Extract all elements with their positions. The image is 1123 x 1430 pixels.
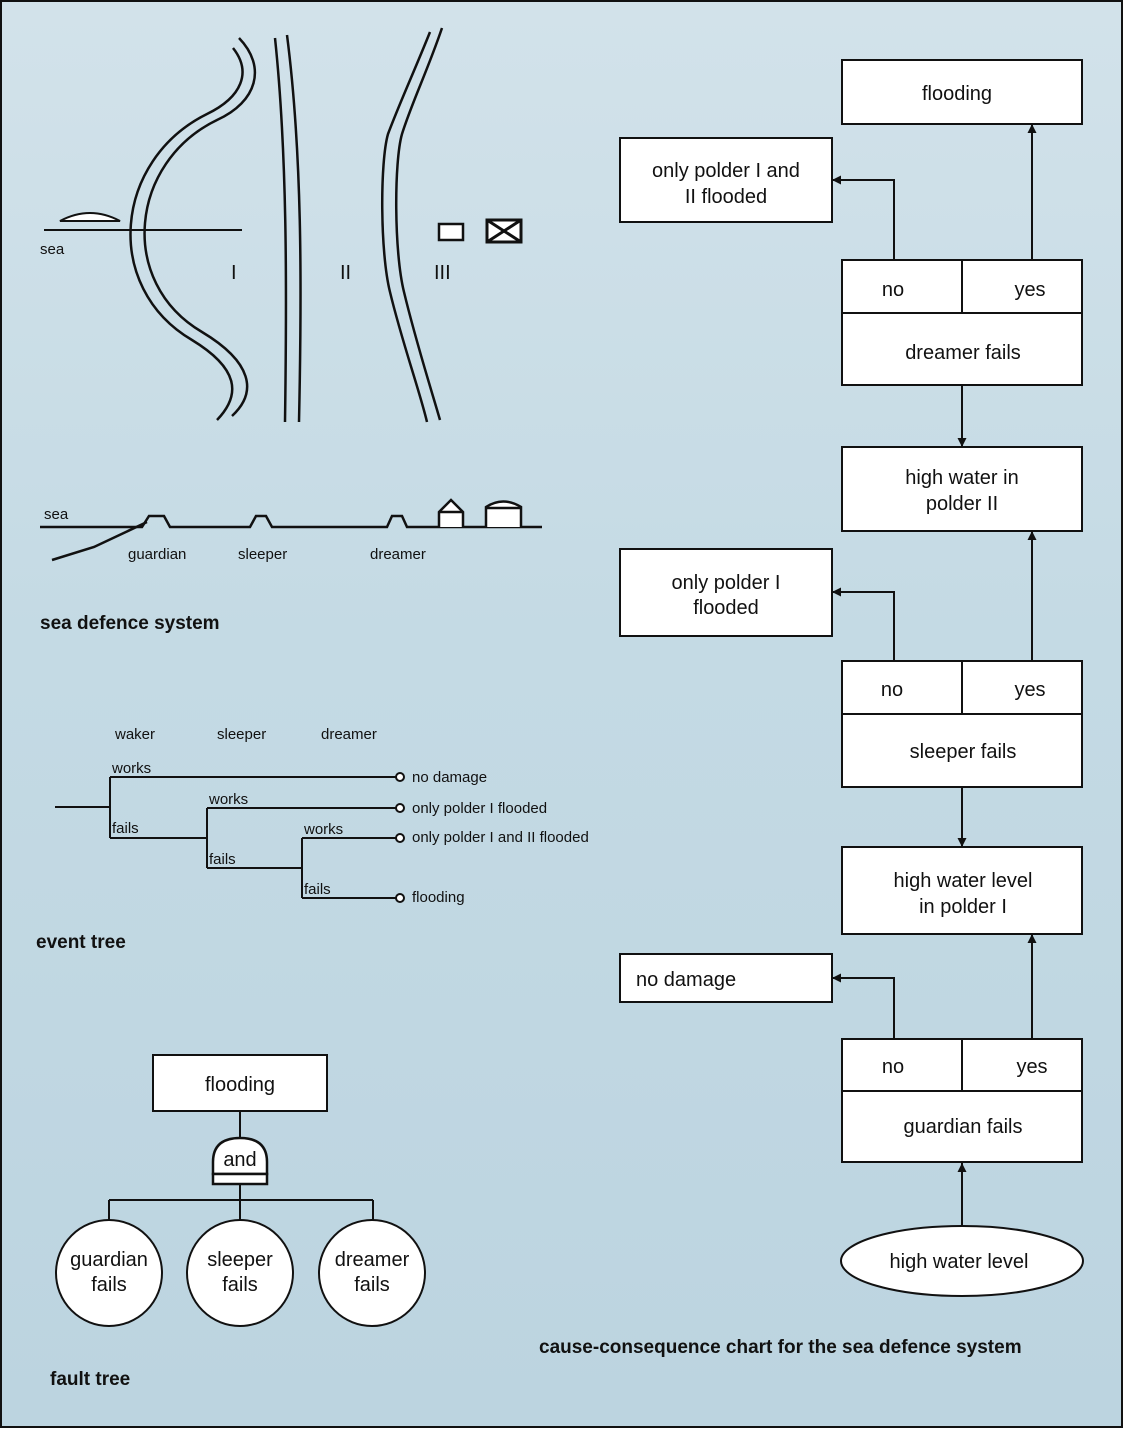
ft-top-event-box bbox=[152, 1054, 328, 1112]
section-sea-label: sea bbox=[44, 506, 69, 523]
outcome-4: flooding bbox=[412, 889, 465, 906]
and-gate-label: and bbox=[223, 1149, 256, 1171]
outcome-1: no damage bbox=[412, 769, 487, 786]
ccc-polder-1-box bbox=[619, 548, 833, 637]
ccc-high-water-2-box bbox=[841, 446, 1083, 532]
ccc-high-water-level-label: high water level bbox=[890, 1251, 1029, 1273]
header-sleeper: sleeper bbox=[217, 726, 266, 743]
ft-guardian-fails bbox=[55, 1219, 163, 1327]
ft-top-event: flooding bbox=[205, 1074, 275, 1096]
branch-works-1: works bbox=[111, 760, 151, 777]
sea-defence-caption: sea defence system bbox=[40, 613, 220, 634]
guardian-label: guardian bbox=[128, 546, 186, 563]
guardian-dike-outer bbox=[143, 37, 257, 417]
ccc-yes-3: yes bbox=[1014, 279, 1045, 301]
seabed-slope bbox=[51, 520, 148, 562]
sea-label: sea bbox=[40, 241, 65, 258]
ccc-yes-1: yes bbox=[1016, 1056, 1047, 1078]
cottage-icon bbox=[437, 498, 465, 527]
ft-dreamer-fails bbox=[318, 1219, 426, 1327]
ft-guardian-line1: guardian bbox=[70, 1249, 148, 1271]
cause-consequence-chart: flooding only polder I and II flooded no… bbox=[539, 59, 1084, 1358]
dreamer-dike-left bbox=[380, 31, 432, 423]
branch-works-2: works bbox=[208, 791, 248, 808]
ccc-polder-1-2-line2: II flooded bbox=[685, 186, 767, 208]
ccc-polder-1-2-box bbox=[619, 137, 833, 223]
and-gate: and bbox=[211, 1136, 269, 1186]
dreamer-label: dreamer bbox=[370, 546, 426, 563]
ccc-high-water-2-line2: polder II bbox=[926, 493, 998, 515]
ccc-polder-1-2-line1: only polder I and bbox=[652, 160, 800, 182]
event-tree-caption: event tree bbox=[36, 932, 126, 953]
ft-dreamer-line2: fails bbox=[354, 1274, 390, 1296]
guardian-dike-inner bbox=[129, 47, 244, 421]
branch-fails-1: fails bbox=[112, 820, 139, 837]
ccc-sleeper-fails: sleeper fails bbox=[910, 741, 1017, 763]
sleeper-label: sleeper bbox=[238, 546, 287, 563]
polder-3-label: III bbox=[434, 262, 451, 284]
sea-defence-section: sea guardian sleeper dreamer sea defence… bbox=[40, 498, 542, 634]
branch-fails-3: fails bbox=[304, 881, 331, 898]
polder-1-label: I bbox=[231, 262, 237, 284]
ground-profile bbox=[40, 514, 542, 529]
header-waker: waker bbox=[114, 726, 155, 743]
ccc-polder-1-line2: flooded bbox=[693, 597, 759, 619]
ccc-arrows bbox=[832, 124, 1037, 1226]
ft-sleeper-line1: sleeper bbox=[207, 1249, 273, 1271]
ccc-flooding: flooding bbox=[922, 83, 992, 105]
outcome-node bbox=[395, 833, 405, 843]
ccc-high-water-1-box bbox=[841, 846, 1083, 935]
ccc-flooding-box bbox=[841, 59, 1083, 125]
ccc-no-damage: no damage bbox=[636, 969, 736, 991]
outcome-2: only polder I flooded bbox=[412, 800, 547, 817]
ccc-dreamer-fails: dreamer fails bbox=[905, 342, 1021, 364]
ft-branches bbox=[108, 1184, 374, 1220]
ccc-polder-1-line1: only polder I bbox=[672, 572, 781, 594]
event-tree-lines bbox=[55, 776, 397, 899]
ccc-no-1: no bbox=[882, 1056, 904, 1078]
branch-works-3: works bbox=[303, 821, 343, 838]
header-dreamer: dreamer bbox=[321, 726, 377, 743]
barn-icon bbox=[484, 500, 523, 527]
ccc-guardian-fails: guardian fails bbox=[904, 1116, 1023, 1138]
ccc-no-3: no bbox=[882, 279, 904, 301]
sleeper-dike-right bbox=[285, 34, 302, 423]
ft-guardian-line2: fails bbox=[91, 1274, 127, 1296]
polder-2-label: II bbox=[340, 262, 351, 284]
fault-tree-caption: fault tree bbox=[50, 1369, 130, 1390]
ccc-high-water-1-line2: in polder I bbox=[919, 896, 1007, 918]
house-icon bbox=[437, 222, 465, 242]
ccc-high-water-1-line1: high water level bbox=[894, 870, 1033, 892]
ccc-high-water-2-line1: high water in bbox=[905, 467, 1018, 489]
crossed-box-icon bbox=[485, 218, 523, 244]
sleeper-dike-left bbox=[273, 37, 288, 423]
ft-dreamer-line1: dreamer bbox=[335, 1249, 410, 1271]
ccc-no-damage-box bbox=[619, 953, 833, 1003]
outcome-node bbox=[395, 803, 405, 813]
ft-sleeper-fails bbox=[186, 1219, 294, 1327]
ft-sleeper-line2: fails bbox=[222, 1274, 258, 1296]
fault-tree: flooding and guardian fails sleeper fail… bbox=[50, 1054, 426, 1390]
event-tree: waker sleeper dreamer works fails works … bbox=[36, 726, 589, 953]
sea-defence-plan: sea I II III bbox=[40, 27, 523, 423]
ccc-yes-2: yes bbox=[1014, 679, 1045, 701]
boat-shape bbox=[59, 212, 121, 222]
ccc-no-2: no bbox=[881, 679, 903, 701]
outcome-node bbox=[395, 772, 405, 782]
dreamer-dike-right bbox=[394, 27, 444, 421]
outcome-3: only polder I and II flooded bbox=[412, 829, 589, 846]
outcome-node bbox=[395, 893, 405, 903]
ccc-caption: cause-consequence chart for the sea defe… bbox=[539, 1337, 1022, 1358]
branch-fails-2: fails bbox=[209, 851, 236, 868]
